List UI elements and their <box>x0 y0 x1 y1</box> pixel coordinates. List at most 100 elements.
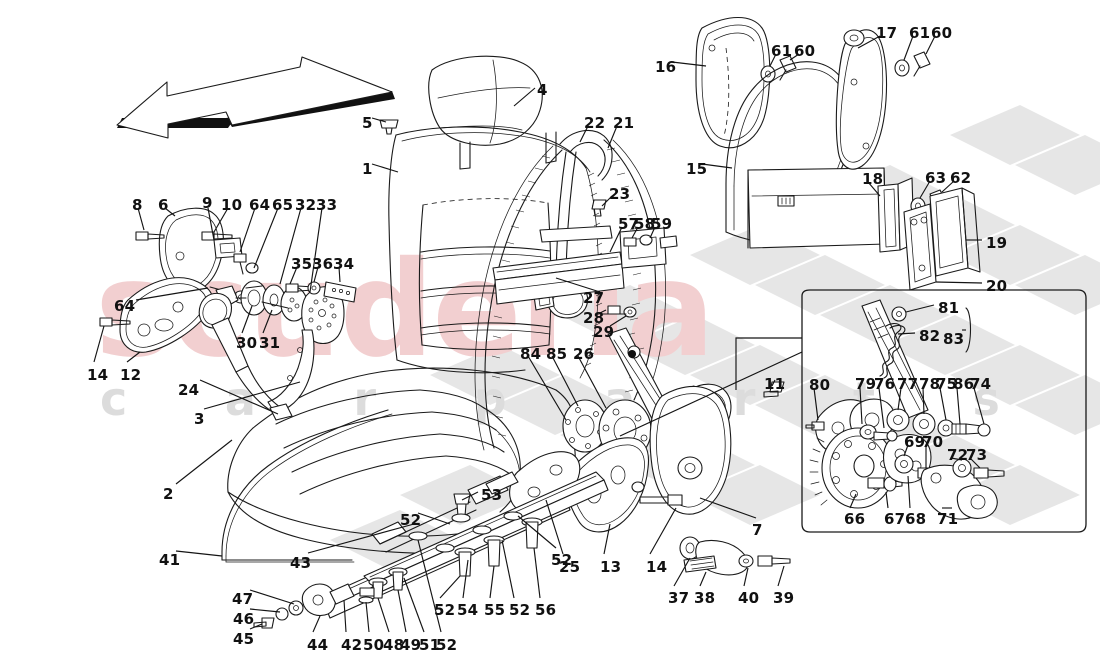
screw-62 <box>929 189 947 215</box>
side-shield-and-brackets <box>509 385 791 576</box>
callout-62: 62 <box>950 169 972 187</box>
callout-60b: 60 <box>931 24 953 42</box>
callout-66: 66 <box>844 510 866 528</box>
callout-32: 32 <box>295 196 317 214</box>
pin-76 <box>873 430 898 442</box>
nut-81 <box>891 306 907 322</box>
callout-47: 47 <box>232 590 254 608</box>
callout-7: 7 <box>752 521 763 539</box>
washer-29 <box>623 306 637 318</box>
callout-64a: 64 <box>249 196 271 214</box>
callout-27: 27 <box>583 289 605 307</box>
callout-1: 1 <box>362 160 373 178</box>
callout-46: 46 <box>233 610 255 628</box>
callout-48: 48 <box>383 636 405 653</box>
spring-82 <box>879 323 906 379</box>
seat-cushion-assembly <box>221 367 576 563</box>
grommet-61-right <box>894 59 910 77</box>
callout-35: 35 <box>291 255 313 273</box>
callout-20: 20 <box>986 277 1008 295</box>
bolt-23 <box>591 199 607 217</box>
callout-26: 26 <box>573 345 595 363</box>
wm-letter: r <box>353 372 377 426</box>
bolt-8 <box>135 231 165 241</box>
wm-letter: a <box>604 372 636 426</box>
screw-60-right <box>913 51 931 77</box>
callout-12: 12 <box>120 366 142 384</box>
callout-52a: 52 <box>436 636 458 653</box>
callout-3: 3 <box>194 410 205 428</box>
callout-13: 13 <box>600 558 622 576</box>
callout-14a: 14 <box>87 366 109 384</box>
brand-watermark-text: scuderia <box>95 233 715 387</box>
callout-51: 51 <box>419 636 441 653</box>
callout-52e: 52 <box>400 511 422 529</box>
seat-backrest-assembly <box>379 55 604 379</box>
spacer-86 <box>951 423 967 435</box>
seat-back-trim-panels <box>695 17 981 291</box>
gear-66 <box>809 427 895 509</box>
callout-63: 63 <box>925 169 947 187</box>
bolt-80 <box>805 421 825 431</box>
callout-45: 45 <box>233 630 255 648</box>
callout-25: 25 <box>559 558 581 576</box>
wm-letter: r <box>732 372 756 426</box>
leader-lines <box>93 35 985 633</box>
callout-64b: 64 <box>114 297 136 315</box>
callout-50: 50 <box>363 636 385 653</box>
callout-76: 76 <box>874 375 896 393</box>
recliner-hub-30-31 <box>240 280 308 322</box>
callout-2: 2 <box>163 485 174 503</box>
callout-17: 17 <box>876 24 898 42</box>
bolt-14-right <box>631 481 683 506</box>
callout-40: 40 <box>738 589 760 607</box>
headrest-bolt-5 <box>379 119 399 135</box>
callout-6: 6 <box>158 196 169 214</box>
wm-letter: a <box>224 372 256 426</box>
bolt-67 <box>867 476 903 492</box>
callout-30: 30 <box>236 334 258 352</box>
grommet-61-left <box>760 65 776 83</box>
callout-34: 34 <box>333 255 355 273</box>
callout-10: 10 <box>221 196 243 214</box>
callout-8: 8 <box>132 196 143 214</box>
callout-81: 81 <box>938 299 960 317</box>
washer-64 <box>233 290 249 304</box>
callout-82: 82 <box>919 327 941 345</box>
callout-15: 15 <box>686 160 708 178</box>
washer-36 <box>307 281 321 295</box>
callout-65: 65 <box>272 196 294 214</box>
wm-letter: p <box>473 372 507 426</box>
bolt-57 <box>623 237 637 247</box>
callout-68: 68 <box>905 510 927 528</box>
bolt-64b <box>233 253 247 275</box>
recliner-motor-detail-inset <box>619 289 1087 533</box>
washer-78 <box>912 412 936 436</box>
release-lever-assembly <box>679 536 791 576</box>
callout-67: 67 <box>884 510 906 528</box>
callout-70: 70 <box>922 433 944 451</box>
callout-9: 9 <box>202 194 213 212</box>
callout-80: 80 <box>809 376 831 394</box>
callout-21: 21 <box>613 114 635 132</box>
callout-53: 53 <box>481 486 503 504</box>
forward-direction-arrow <box>116 56 395 139</box>
callout-60a: 60 <box>794 42 816 60</box>
callout-24: 24 <box>178 381 200 399</box>
callout-56: 56 <box>535 601 557 619</box>
callout-59: 59 <box>651 215 673 233</box>
seat-belt-assembly <box>474 129 785 461</box>
callout-42: 42 <box>341 636 363 653</box>
callout-33: 33 <box>316 196 338 214</box>
bolt-74 <box>965 423 991 437</box>
callout-22: 22 <box>584 114 606 132</box>
callout-52b: 52 <box>434 601 456 619</box>
recliner-discs <box>562 399 652 461</box>
callout-52c: 52 <box>509 601 531 619</box>
callout-11: 11 <box>764 375 786 393</box>
bolt-28 <box>607 305 621 315</box>
callout-23: 23 <box>609 185 631 203</box>
callout-61a: 61 <box>771 42 793 60</box>
callout-73: 73 <box>966 446 988 464</box>
washer-58 <box>639 234 653 246</box>
